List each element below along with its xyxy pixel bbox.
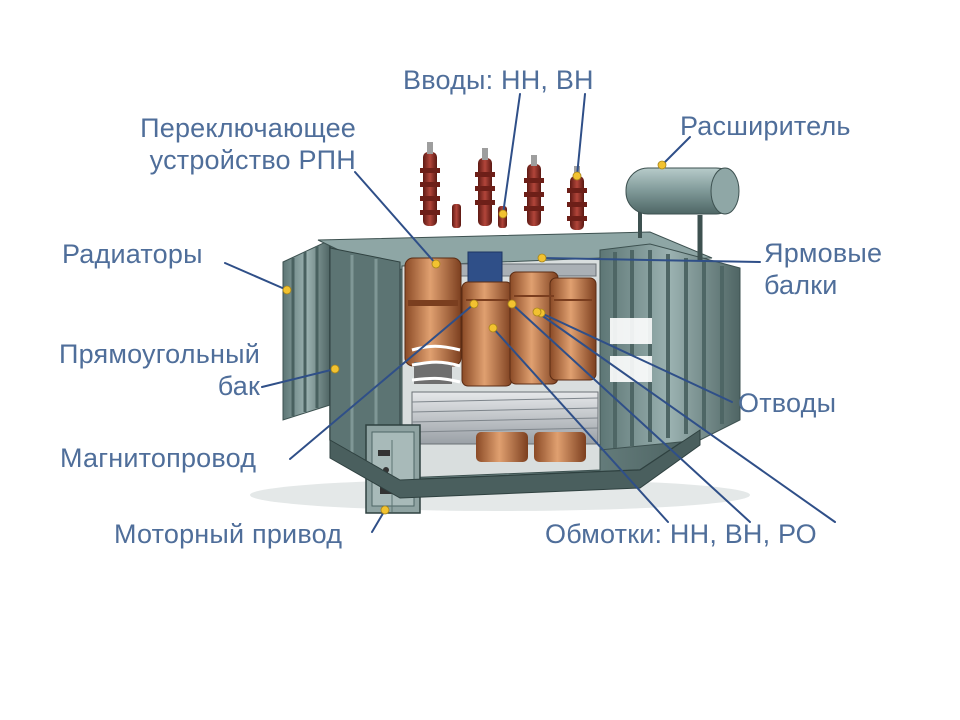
callout-markers	[282, 160, 667, 515]
marker-rasshiritel	[657, 160, 667, 170]
label-bak-line2: бак	[217, 371, 260, 401]
leads	[411, 344, 461, 384]
label-bak: Прямоугольный бак	[20, 338, 260, 402]
marker-magnitoprovod	[469, 299, 479, 309]
tap-changer	[404, 257, 462, 384]
label-otvody: Отводы	[738, 388, 837, 418]
bushing-hv-3	[524, 155, 544, 226]
leader-yarmovye	[541, 257, 761, 263]
label-motorny-privod: Моторный привод	[114, 519, 343, 549]
marker-obmotki-ro	[532, 307, 542, 317]
label-magnitoprovod: Магнитопровод	[60, 443, 257, 473]
bushing-hv-1	[420, 142, 440, 226]
leader-vvody-hv	[576, 93, 586, 177]
marker-yarmovye	[537, 253, 547, 263]
label-yarmovye-line2: балки	[764, 270, 838, 300]
label-rasshiritel: Расширитель	[680, 111, 851, 141]
label-pereklyuchayushchee-line1: Переключающее	[140, 113, 356, 143]
marker-pereklyuchayushchee	[431, 259, 441, 269]
label-yarmovye-line1: Ярмовые	[764, 238, 883, 268]
marker-bak	[330, 364, 340, 374]
label-obmotki: Обмотки: НН, ВН, РО	[545, 519, 817, 549]
label-radiatory: Радиаторы	[62, 239, 203, 269]
leader-vvody-lv	[502, 93, 521, 215]
marker-motorny-privod	[380, 505, 390, 515]
marker-radiatory	[282, 285, 292, 295]
leader-pereklyuchayushchee	[354, 171, 437, 265]
leader-bak	[261, 368, 336, 388]
leader-rasshiritel	[661, 136, 691, 166]
label-pereklyuchayushchee: Переключающее устройство РПН	[100, 112, 356, 176]
conservator	[625, 167, 740, 260]
label-bak-line1: Прямоугольный	[58, 339, 260, 369]
marker-vvody-lv	[498, 209, 508, 219]
leader-otvody	[540, 312, 733, 403]
left-radiators	[282, 239, 331, 421]
leader-obmotki-ro	[536, 311, 836, 523]
leader-lines	[224, 93, 836, 533]
bushing-hv-2	[475, 148, 495, 226]
right-radiators	[599, 243, 741, 451]
marker-vvody-hv	[572, 171, 582, 181]
label-vvody: Вводы: НН, ВН	[403, 65, 594, 95]
label-yarmovye: Ярмовые балки	[764, 237, 882, 301]
leader-magnitoprovod	[289, 303, 475, 460]
marker-obmotki-lv	[488, 323, 498, 333]
leader-obmotki-hv	[511, 303, 751, 523]
leader-radiatory	[224, 262, 288, 291]
label-pereklyuchayushchee-line2: устройство РПН	[149, 145, 356, 175]
leader-obmotki-lv	[492, 327, 669, 523]
marker-obmotki-hv	[507, 299, 517, 309]
base-frame	[329, 429, 701, 499]
